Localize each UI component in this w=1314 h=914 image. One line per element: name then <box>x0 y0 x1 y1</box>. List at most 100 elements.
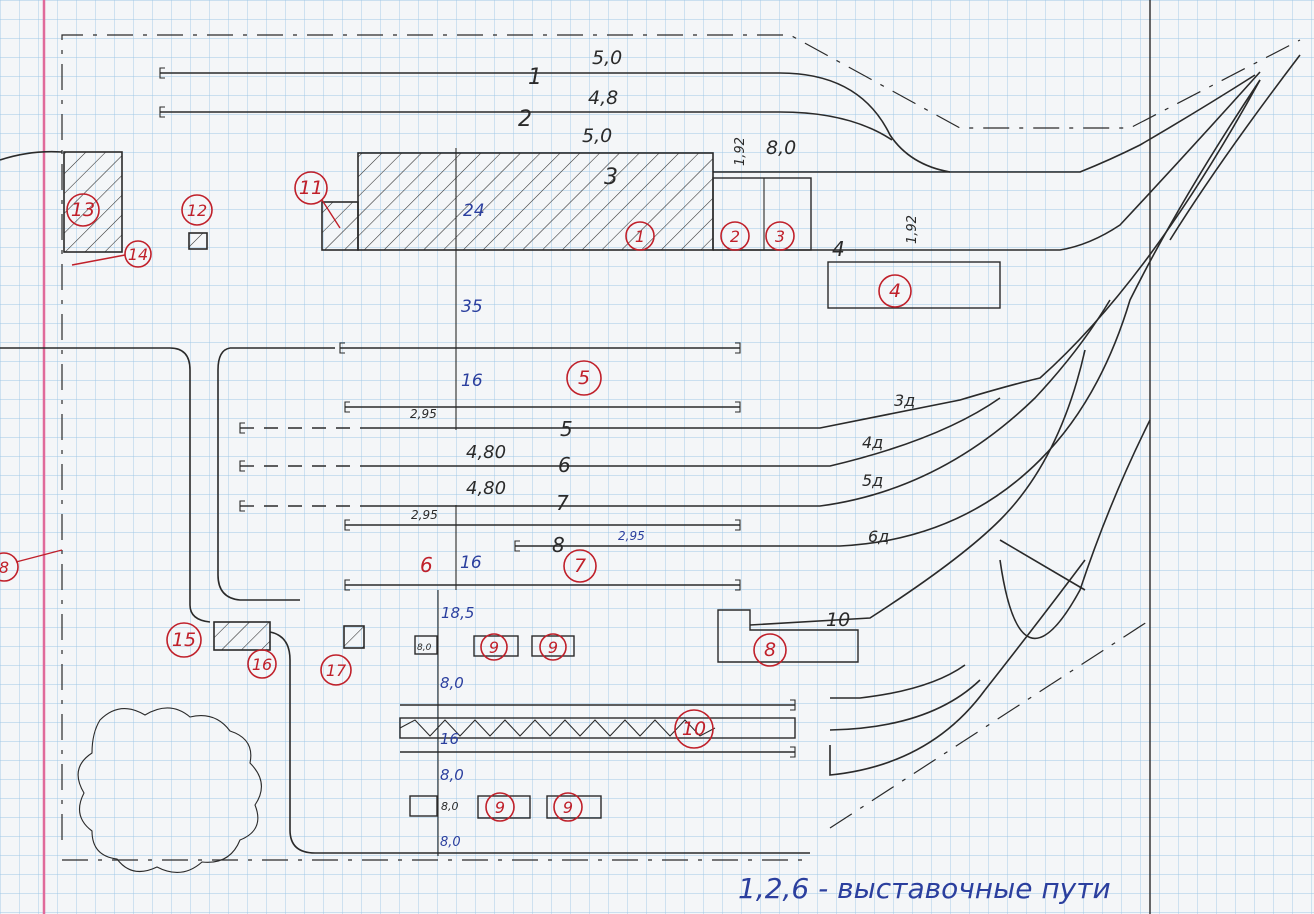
buffer-stop-right-2 <box>735 401 741 413</box>
object-label-o9_a: 9 <box>489 638 499 657</box>
object-label-o13: 13 <box>71 199 95 221</box>
track-10-label: 10 <box>826 609 850 631</box>
track-5-label: 5 <box>560 417 573 441</box>
object-labels-layer: 12345789999101112131415161786 <box>0 171 912 822</box>
object-label-o11: 11 <box>299 177 323 199</box>
dim-8-0-small-b: 8,0 <box>441 800 459 813</box>
object-label-o8_left: 8 <box>0 558 9 577</box>
track-1-spacing: 5,0 <box>592 47 622 69</box>
tree-cluster <box>77 707 262 873</box>
rail-track-8 <box>515 79 1261 547</box>
object-label-o2: 2 <box>730 227 740 246</box>
platform-8 <box>717 609 859 663</box>
rail-track-3 <box>713 74 1256 173</box>
leader-11 <box>321 199 341 229</box>
dim-16-b: 16 <box>460 553 482 573</box>
buffer-stop-8 <box>344 519 350 531</box>
track-6-spacing: 4,80 <box>466 442 506 463</box>
dim-2-95-a: 2,95 <box>410 407 437 421</box>
track-1-label: 1 <box>528 65 542 90</box>
object-label-o4: 4 <box>889 280 901 302</box>
rail-lead-1 <box>999 419 1151 640</box>
object-circle-o9_a <box>480 633 508 661</box>
object-circle-o13 <box>66 193 100 227</box>
dim-8-0-small-a: 8,0 <box>417 643 432 653</box>
dim-8-0-a: 8,0 <box>440 674 464 692</box>
object-circle-o15 <box>166 622 202 658</box>
buffer-stop-3 <box>339 342 345 354</box>
track-4-label: 4 <box>832 237 845 261</box>
switch-4d: 4д <box>862 433 883 452</box>
rail-track-7b <box>360 299 1111 507</box>
dim-16-a: 16 <box>461 371 483 391</box>
object-circle-o8_platform <box>753 633 787 667</box>
platform-4 <box>827 261 1001 309</box>
dim-2-95-b: 2,95 <box>411 508 438 522</box>
box-9-c <box>477 795 531 819</box>
rail-track-1 <box>160 72 951 173</box>
object-label-o16: 16 <box>252 655 272 674</box>
object-circle-o7 <box>563 549 597 583</box>
track-2-label: 2 <box>518 107 532 132</box>
object-label-o14: 14 <box>128 245 148 264</box>
curved-ramp <box>829 664 986 776</box>
object-label-o17: 17 <box>326 661 347 680</box>
building-15-16 <box>213 621 271 651</box>
dim-8-0-b: 8,0 <box>440 766 464 784</box>
box-8-small-a <box>414 635 438 655</box>
object-circle-o12 <box>181 194 213 226</box>
object-label-o10: 10 <box>682 718 706 740</box>
object-circle-o14 <box>124 240 152 268</box>
buffer-stop-right-3 <box>735 519 741 531</box>
gap-2: 1,92 <box>905 215 920 244</box>
gallery-zigzag <box>399 719 716 737</box>
buffer-stop-right-6 <box>790 746 796 758</box>
dim-2-95-c: 2,95 <box>618 529 645 543</box>
object-label-o9_c: 9 <box>495 798 505 817</box>
object-label-o7: 7 <box>574 555 586 577</box>
rail-track-5b <box>360 79 1261 429</box>
rail-lead-2 <box>984 559 1086 691</box>
box-8-small-b <box>409 795 438 817</box>
leader-8-left <box>15 549 63 563</box>
object-circle-o2 <box>720 221 750 251</box>
fence <box>61 34 1301 861</box>
object-circle-o5 <box>566 360 602 396</box>
buffer-stop-4 <box>344 401 350 413</box>
buffer-stop-right-1 <box>735 342 741 354</box>
dim-16-c: 16 <box>440 730 459 748</box>
building-17 <box>343 625 365 649</box>
track-2-spacing: 4,8 <box>588 87 618 109</box>
switch-5d: 5д <box>862 471 883 490</box>
buffer-stop-7 <box>239 500 245 512</box>
object-label-o1: 1 <box>635 227 645 246</box>
track-3-label: 3 <box>604 165 618 190</box>
object-label-o3: 3 <box>775 227 785 246</box>
rail-track-6b <box>360 397 1001 467</box>
track-7-label: 7 <box>556 491 569 515</box>
object-label-o8_platform: 8 <box>764 639 776 661</box>
buffer-stop-9 <box>344 579 350 591</box>
object-circle-o17 <box>320 654 352 686</box>
object-label-o9_b: 9 <box>548 638 558 657</box>
warehouse-building <box>357 152 714 251</box>
object-label-o9_d: 9 <box>563 798 573 817</box>
legend: 1,2,6 - выставочные пути <box>738 872 1111 905</box>
buffer-stop-6 <box>239 460 245 472</box>
object-label-o6: 6 <box>420 553 433 577</box>
track-3-spacing: 5,0 <box>582 125 612 147</box>
rail-track-4 <box>713 71 1261 251</box>
top-offset: 8,0 <box>766 137 796 159</box>
rails-layer <box>159 54 1301 758</box>
object-label-o5: 5 <box>578 367 590 389</box>
object-circle-o3 <box>765 221 795 251</box>
dim-8-0-c: 8,0 <box>440 835 461 850</box>
buffer-stop-right-5 <box>790 699 796 711</box>
rail-track-10 <box>749 349 1086 626</box>
object-circle-o9_c <box>485 792 515 822</box>
object-circle-o4 <box>878 274 912 308</box>
road <box>0 150 810 854</box>
switch-3d: 3д <box>894 391 915 410</box>
